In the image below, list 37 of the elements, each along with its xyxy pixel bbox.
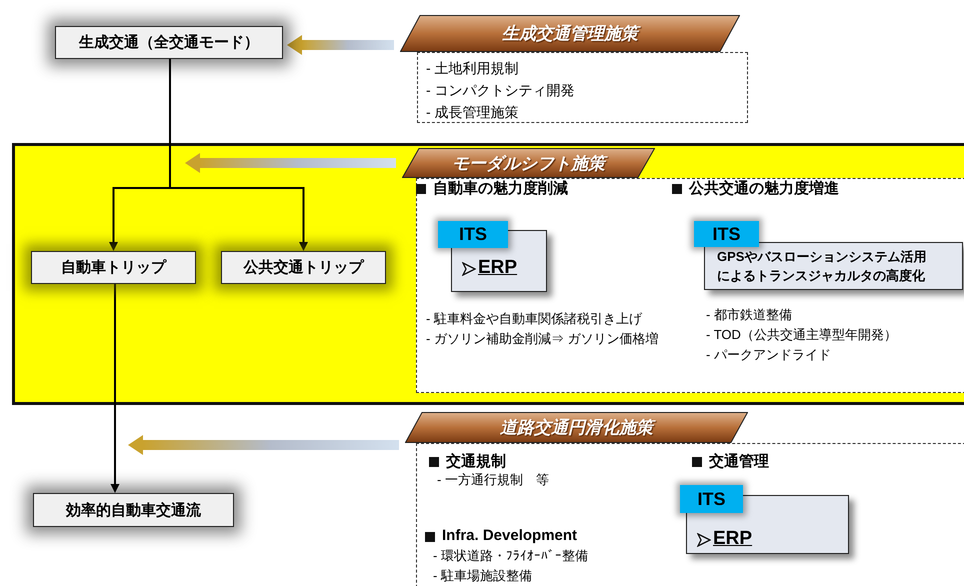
section-heading: Infra. Development	[442, 527, 578, 544]
list-item: - 都市鉄道整備	[706, 306, 792, 324]
list-item: - 一方通行規制 等	[437, 471, 549, 489]
block-arrow	[287, 35, 394, 55]
policy-banner: 生成交通管理施策	[400, 15, 740, 52]
policy-panel	[416, 178, 964, 393]
list-item: - 土地利用規制	[426, 60, 519, 78]
section-heading: 交通管理	[709, 452, 769, 471]
list-item: - ガソリン補助金削減⇒ ガソリン価格増	[426, 330, 659, 348]
block-arrow	[185, 153, 396, 173]
list-item: - 駐車料金や自動車関係諸税引き上げ	[426, 310, 642, 328]
policy-banner: 道路交通円滑化施策	[405, 412, 748, 443]
list-item: - コンパクトシティ開発	[426, 82, 575, 100]
section-heading: 公共交通の魅力度増進	[689, 179, 839, 198]
arrow	[110, 284, 120, 493]
policy-banner: モーダルシフト施策	[402, 148, 655, 178]
list-item: - TOD（公共交通主導型年開発）	[706, 326, 897, 344]
erp-item: ERP	[713, 528, 752, 550]
its-tab: ITS	[680, 485, 743, 513]
list-item: - 成長管理施策	[426, 104, 519, 122]
policy-panel	[417, 52, 748, 123]
erp-item: ERP	[478, 257, 518, 279]
block-arrow	[128, 435, 399, 455]
its-description: GPSやバスローションシステム活用によるトランスジャカルタの高度化	[717, 248, 928, 285]
highlight-band	[12, 143, 964, 405]
process-box: 生成交通（全交通モード）	[55, 26, 283, 59]
process-box: 公共交通トリップ	[221, 251, 386, 284]
section-heading: 交通規制	[446, 452, 506, 471]
process-box: 自動車トリップ	[31, 251, 196, 284]
list-item: - 駐車場施設整備	[433, 567, 532, 585]
list-item: - パークアンドライド	[706, 346, 831, 364]
policy-panel	[416, 443, 964, 586]
section-heading: 自動車の魅力度削減	[433, 179, 568, 198]
its-tab: ITS	[438, 221, 508, 248]
process-box: 効率的自動車交通流	[33, 493, 234, 527]
its-tab: ITS	[694, 221, 759, 247]
list-item: - 環状道路・ﾌﾗｲｵｰﾊﾞｰ整備	[433, 547, 588, 565]
